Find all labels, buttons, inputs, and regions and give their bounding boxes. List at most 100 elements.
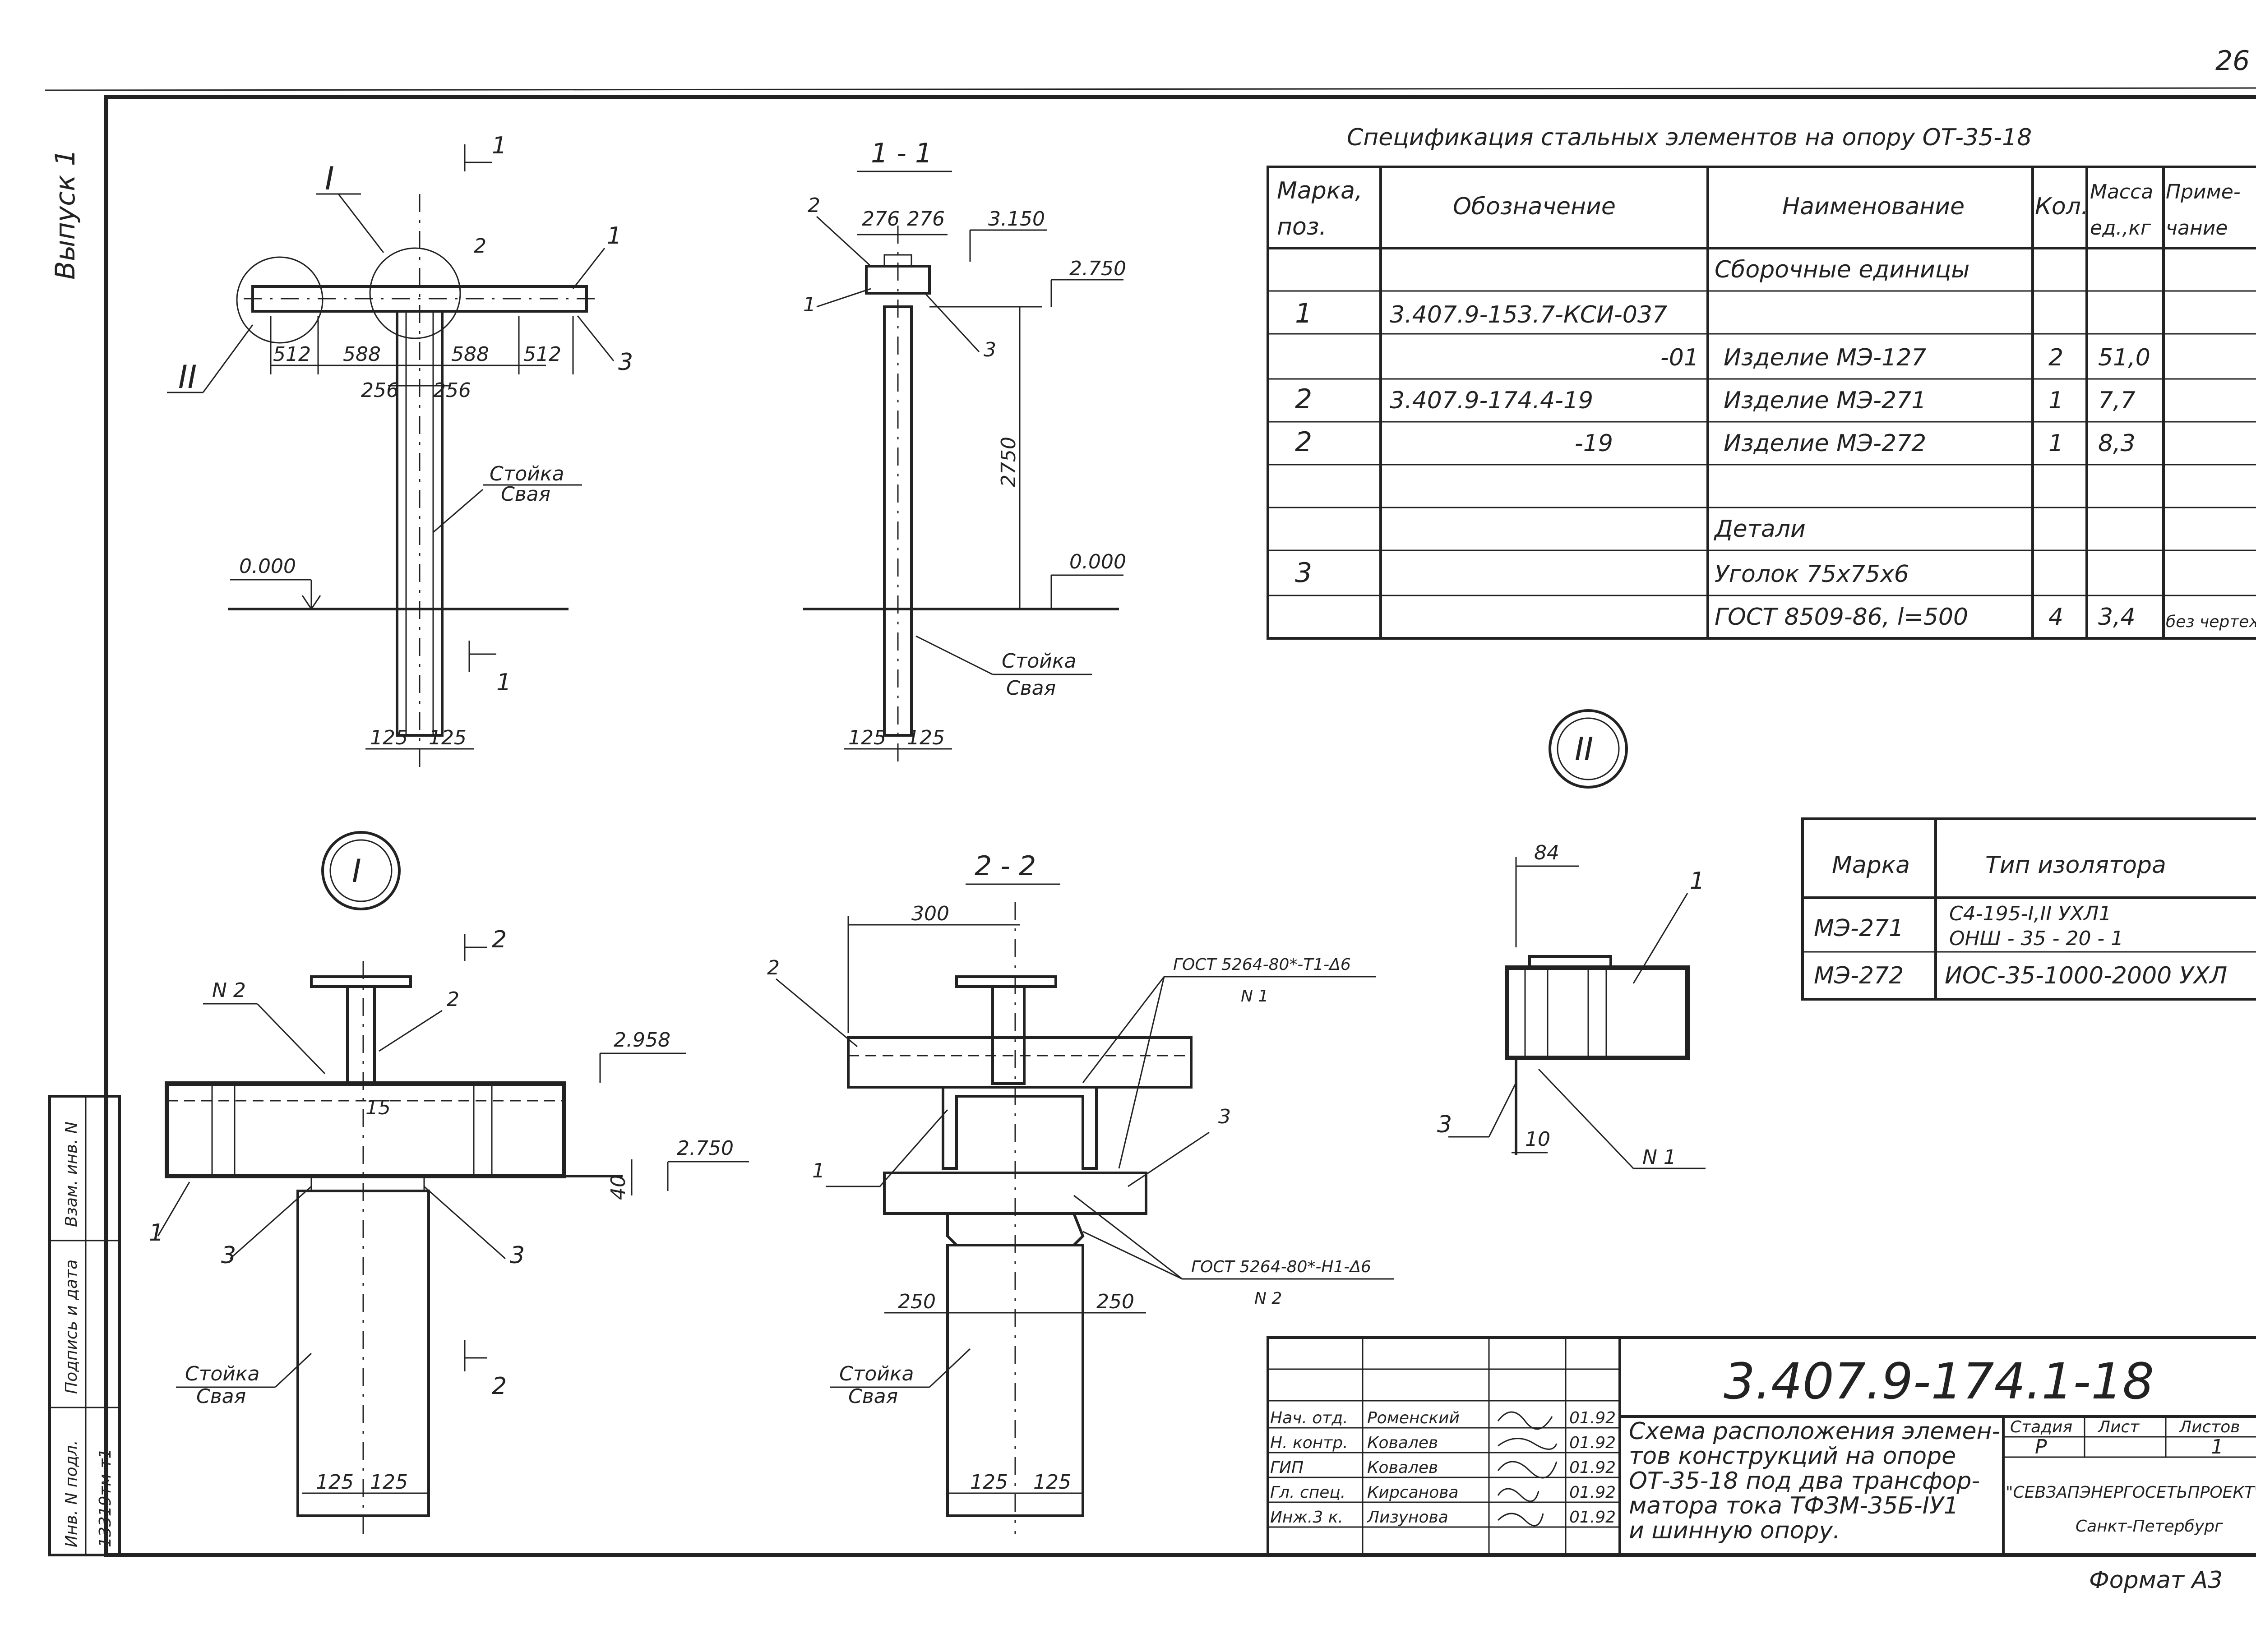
svg-text:250: 250 bbox=[898, 1290, 936, 1313]
svg-text:512: 512 bbox=[273, 343, 311, 366]
svg-text:01.92: 01.92 bbox=[1569, 1508, 1616, 1527]
svg-text:2750: 2750 bbox=[997, 437, 1020, 487]
svg-text:40: 40 bbox=[607, 1175, 630, 1200]
svg-text:N 1: N 1 bbox=[1241, 987, 1268, 1006]
svg-text:Масса: Масса bbox=[2090, 180, 2153, 203]
svg-text:Уголок 75х75х6: Уголок 75х75х6 bbox=[1715, 561, 1909, 588]
svg-text:I: I bbox=[325, 160, 334, 197]
svg-text:01.92: 01.92 bbox=[1569, 1434, 1616, 1452]
svg-text:3: 3 bbox=[618, 349, 633, 376]
svg-text:Изделие МЭ-272: Изделие МЭ-272 bbox=[1724, 430, 1926, 457]
svg-text:Инж.3 к.: Инж.3 к. bbox=[1270, 1508, 1343, 1527]
svg-text:Стойка: Стойка bbox=[839, 1362, 914, 1385]
svg-text:125: 125 bbox=[848, 726, 886, 749]
svg-text:матора тока ТФЗМ-35Б-IУ1: матора тока ТФЗМ-35Б-IУ1 bbox=[1629, 1492, 1959, 1519]
svg-text:С4-195-I,II УХЛ1: С4-195-I,II УХЛ1 bbox=[1949, 902, 2111, 925]
svg-text:Свая: Свая bbox=[1006, 677, 1056, 700]
svg-text:МЭ-272: МЭ-272 bbox=[1814, 962, 1904, 989]
section-1-1: 1 - 1 276 276 3.150 2.750 2750 0.000 2 1… bbox=[803, 138, 1126, 767]
svg-text:15: 15 bbox=[365, 1096, 391, 1119]
svg-text:125: 125 bbox=[970, 1471, 1008, 1494]
svg-text:Лизунова: Лизунова bbox=[1366, 1508, 1448, 1527]
svg-text:276: 276 bbox=[907, 208, 945, 231]
svg-text:и шинную опору.: и шинную опору. bbox=[1629, 1517, 1840, 1544]
side-stamp: Взам. инв. N Подпись и дата Инв. N подл.… bbox=[48, 1095, 121, 1556]
svg-text:Взам. инв. N: Взам. инв. N bbox=[62, 1121, 81, 1227]
svg-text:0.000: 0.000 bbox=[1069, 550, 1126, 573]
spec-table: Спецификация стальных элементов на опору… bbox=[1267, 124, 2256, 640]
svg-text:7,7: 7,7 bbox=[2098, 387, 2136, 414]
svg-text:ГОСТ 5264-80*-Н1-Δ6: ГОСТ 5264-80*-Н1-Δ6 bbox=[1191, 1258, 1371, 1276]
svg-text:Обозначение: Обозначение bbox=[1453, 193, 1616, 220]
svg-text:588: 588 bbox=[343, 343, 381, 366]
page-number: 26 bbox=[2215, 45, 2250, 77]
svg-text:Ковалев: Ковалев bbox=[1367, 1458, 1438, 1477]
svg-text:Спецификация стальных элементо: Спецификация стальных элементов на опору… bbox=[1347, 124, 2032, 151]
svg-text:2: 2 bbox=[808, 194, 820, 217]
svg-text:2.750: 2.750 bbox=[677, 1137, 734, 1160]
section-2-2: 2 - 2 300 2 1 3 ГОСТ 5264-80*-Т1-Δ6 N 1 … bbox=[767, 850, 1394, 1534]
svg-text:Стойка: Стойка bbox=[490, 462, 564, 485]
svg-text:2: 2 bbox=[447, 988, 459, 1011]
svg-text:2: 2 bbox=[492, 1373, 507, 1400]
node-II: II 84 1 3 10 N 1 bbox=[1437, 709, 1706, 1169]
svg-text:Приме-: Приме- bbox=[2166, 180, 2241, 203]
svg-text:ГОСТ 8509-86, l=500: ГОСТ 8509-86, l=500 bbox=[1715, 604, 1968, 631]
plan-view: 512 588 588 512 256 256 I II 1 1 2 3 Сто… bbox=[167, 132, 633, 767]
svg-text:-01: -01 bbox=[1660, 344, 1699, 371]
svg-text:125: 125 bbox=[429, 726, 467, 749]
svg-text:3.407.9-174.4-19: 3.407.9-174.4-19 bbox=[1390, 387, 1593, 414]
svg-text:"СЕВЗАПЭНЕРГОСЕТЬПРОЕКТ": "СЕВЗАПЭНЕРГОСЕТЬПРОЕКТ" bbox=[2006, 1483, 2256, 1502]
svg-text:Детали: Детали bbox=[1714, 516, 1806, 543]
svg-text:13319тм-т1: 13319тм-т1 bbox=[96, 1448, 115, 1547]
svg-text:8,3: 8,3 bbox=[2098, 430, 2136, 457]
svg-text:1: 1 bbox=[2048, 387, 2063, 414]
node-I: I N 2 2 15 2.958 2.750 40 1 3 3 2 bbox=[149, 831, 749, 1534]
svg-text:Стадия: Стадия bbox=[2010, 1418, 2072, 1436]
svg-text:поз.: поз. bbox=[1277, 213, 1327, 240]
svg-text:2: 2 bbox=[1295, 383, 1312, 415]
svg-text:4: 4 bbox=[2048, 604, 2063, 631]
svg-text:2: 2 bbox=[492, 926, 507, 953]
svg-text:0.000: 0.000 bbox=[239, 555, 296, 578]
svg-text:588: 588 bbox=[451, 343, 489, 366]
svg-text:МЭ-271: МЭ-271 bbox=[1814, 915, 1904, 942]
svg-text:1: 1 bbox=[2048, 430, 2063, 457]
svg-text:3: 3 bbox=[984, 338, 996, 361]
svg-text:250: 250 bbox=[1096, 1290, 1134, 1313]
svg-text:ед.,кг: ед.,кг bbox=[2090, 217, 2151, 240]
svg-text:512: 512 bbox=[523, 343, 561, 366]
svg-text:51,0: 51,0 bbox=[2098, 344, 2150, 371]
svg-text:1 - 1: 1 - 1 bbox=[871, 138, 932, 169]
svg-text:Р: Р bbox=[2035, 1435, 2047, 1458]
svg-text:300: 300 bbox=[911, 902, 949, 925]
svg-text:1: 1 bbox=[812, 1159, 825, 1182]
svg-text:84: 84 bbox=[1534, 841, 1559, 864]
frame-top-extension bbox=[45, 87, 2256, 91]
issue-label: Выпуск 1 bbox=[50, 149, 81, 280]
svg-text:Стойка: Стойка bbox=[1002, 650, 1076, 673]
svg-text:N 2: N 2 bbox=[212, 979, 246, 1002]
svg-text:Изделие МЭ-271: Изделие МЭ-271 bbox=[1724, 387, 1926, 414]
svg-text:Санкт-Петербург: Санкт-Петербург bbox=[2076, 1517, 2224, 1536]
svg-text:-19: -19 bbox=[1575, 430, 1613, 457]
svg-text:II: II bbox=[1575, 731, 1593, 768]
svg-text:2 - 2: 2 - 2 bbox=[975, 850, 1036, 882]
svg-text:Роменский: Роменский bbox=[1367, 1409, 1460, 1427]
svg-text:Лист: Лист bbox=[2097, 1418, 2140, 1436]
svg-text:Изделие МЭ-127: Изделие МЭ-127 bbox=[1724, 344, 1926, 371]
svg-text:тов конструкций на опоре: тов конструкций на опоре bbox=[1629, 1443, 1956, 1470]
svg-text:Стойка: Стойка bbox=[185, 1362, 259, 1385]
svg-text:1: 1 bbox=[1690, 868, 1705, 895]
svg-text:1: 1 bbox=[496, 669, 511, 696]
svg-text:1: 1 bbox=[1295, 298, 1312, 329]
svg-text:3.150: 3.150 bbox=[988, 208, 1045, 231]
svg-text:1: 1 bbox=[149, 1219, 164, 1246]
sheet-frame bbox=[104, 95, 2256, 1557]
svg-text:Ковалев: Ковалев bbox=[1367, 1434, 1438, 1452]
svg-text:3,4: 3,4 bbox=[2098, 604, 2136, 631]
svg-text:Наименование: Наименование bbox=[1782, 193, 1965, 220]
svg-text:N 2: N 2 bbox=[1254, 1289, 1282, 1308]
svg-text:Нач. отд.: Нач. отд. bbox=[1270, 1409, 1348, 1427]
svg-text:256: 256 bbox=[433, 379, 471, 402]
